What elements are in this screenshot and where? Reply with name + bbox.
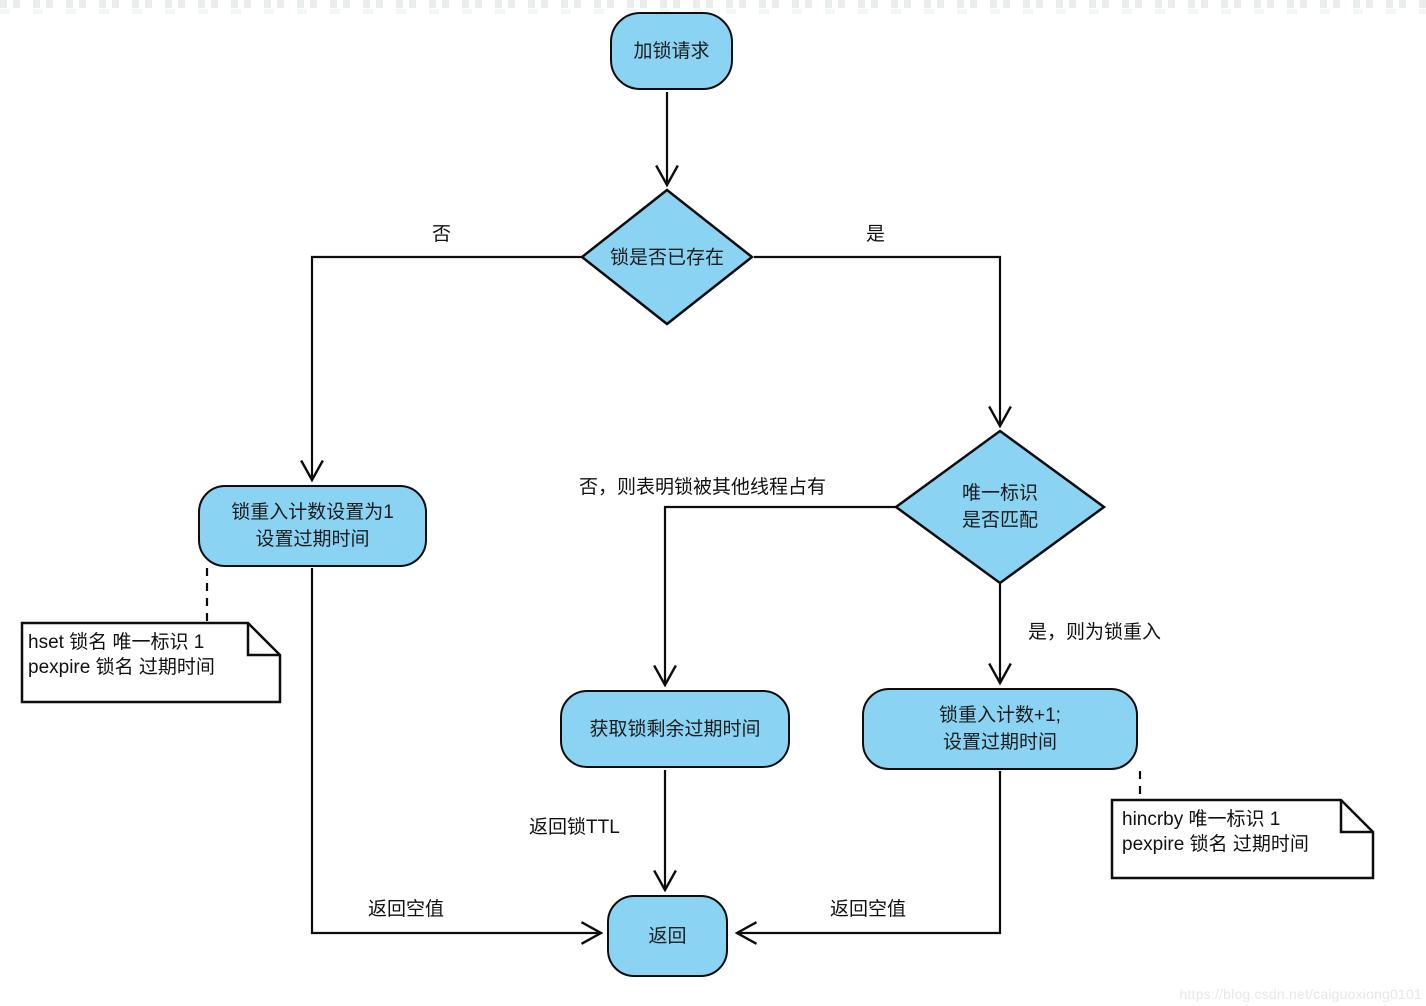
edge-incr-to-return bbox=[737, 771, 1002, 933]
edge-checkexists-no bbox=[312, 255, 583, 480]
decision-id-match-shape bbox=[893, 429, 1107, 585]
edge-label-not-match: 否，则表明锁被其他线程占有 bbox=[579, 477, 827, 498]
node-increment-reentry: 锁重入计数+1; 设置过期时间 bbox=[862, 688, 1138, 770]
node-get-remaining-ttl: 获取锁剩余过期时间 bbox=[560, 690, 790, 768]
csdn-watermark: https://blog.csdn.net/caiguoxiong0101 bbox=[1179, 986, 1422, 1002]
edge-label-return-null-left: 返回空值 bbox=[368, 899, 445, 920]
edge-label-yes: 是 bbox=[866, 224, 886, 245]
decision-lock-exists-shape bbox=[579, 188, 755, 326]
edge-reentryset-to-return bbox=[310, 568, 601, 933]
node-lock-request-label: 加锁请求 bbox=[633, 40, 710, 62]
node-increment-reentry-line2: 设置过期时间 bbox=[942, 732, 1057, 753]
decision-lock-exists-label: 锁是否已存在 bbox=[609, 247, 725, 269]
decision-id-match-line1: 唯一标识 bbox=[961, 483, 1039, 504]
note-left-shape bbox=[20, 621, 282, 704]
node-lock-request: 加锁请求 bbox=[610, 12, 733, 90]
node-set-reentry-count-line2: 设置过期时间 bbox=[255, 529, 370, 550]
note-right-fold bbox=[1339, 800, 1373, 834]
note-left-line2: pexpire 锁名 过期时间 bbox=[28, 657, 215, 678]
edge-label-return-ttl: 返回锁TTL bbox=[529, 817, 620, 838]
note-left: hset 锁名 唯一标识 1 pexpire 锁名 过期时间 bbox=[28, 630, 215, 680]
edge-label-return-null-right: 返回空值 bbox=[830, 899, 907, 920]
node-set-reentry-count-line1: 锁重入计数设置为1 bbox=[231, 502, 394, 523]
node-return: 返回 bbox=[607, 895, 728, 977]
node-return-label: 返回 bbox=[648, 925, 687, 947]
edge-label-no: 否 bbox=[432, 224, 452, 245]
note-left-line1: hset 锁名 唯一标识 1 bbox=[28, 632, 205, 653]
node-get-remaining-ttl-label: 获取锁剩余过期时间 bbox=[589, 718, 761, 740]
note-right-line2: pexpire 锁名 过期时间 bbox=[1122, 834, 1309, 855]
edge-checkexists-yes bbox=[754, 255, 1000, 426]
node-increment-reentry-line1: 锁重入计数+1; bbox=[939, 705, 1061, 726]
note-right: hincrby 唯一标识 1 pexpire 锁名 过期时间 bbox=[1122, 807, 1309, 857]
edge-label-match: 是，则为锁重入 bbox=[1028, 622, 1162, 643]
edge-checkmatch-no bbox=[665, 505, 897, 685]
note-right-line1: hincrby 唯一标识 1 bbox=[1122, 809, 1281, 830]
note-left-fold bbox=[246, 623, 280, 657]
note-right-shape bbox=[1110, 798, 1375, 880]
node-set-reentry-count: 锁重入计数设置为1 设置过期时间 bbox=[198, 485, 427, 567]
decision-id-match-line2: 是否匹配 bbox=[961, 510, 1039, 531]
decision-id-match-label: 唯一标识 是否匹配 bbox=[962, 480, 1038, 534]
